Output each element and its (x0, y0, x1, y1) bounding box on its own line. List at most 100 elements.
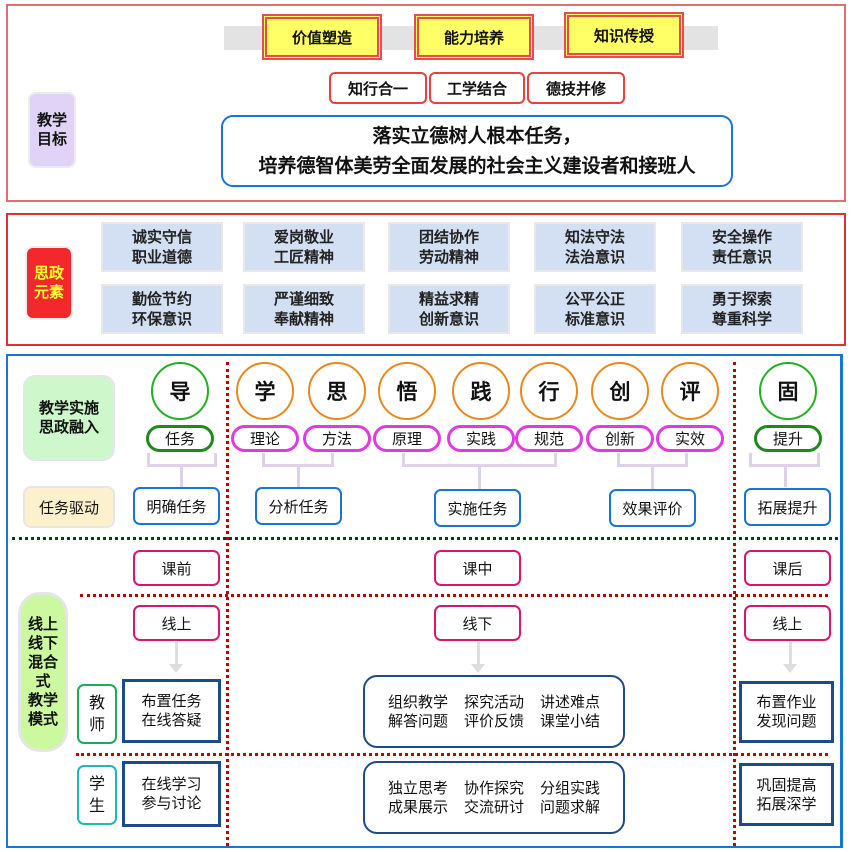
label-line: 思政融入 (38, 418, 99, 436)
ideological-element: 勤俭节约环保意识 (101, 284, 223, 334)
post-student-activities: 巩固提高 拓展深学 (739, 763, 834, 826)
ideological-element: 团结协作劳动精神 (388, 222, 510, 272)
activity-line: 参与讨论 (141, 794, 202, 812)
label-line: 线上 (27, 615, 58, 633)
bracket-stem (651, 467, 654, 489)
step-circle: 行 (520, 362, 578, 420)
ideological-element: 安全操作责任意识 (681, 222, 803, 272)
step-circle: 思 (308, 362, 366, 420)
activity-column: 讲述难点课堂小结 (540, 693, 600, 731)
label-line: 目标 (36, 130, 67, 148)
principle-1: 知行合一 (329, 72, 427, 104)
phase-in-class: 课中 (434, 550, 521, 586)
divider-pre-in (226, 362, 229, 846)
ideological-element: 知法守法法治意识 (534, 222, 656, 272)
in-student-activities: 独立思考成果展示 协作探究交流研讨 分组实践问题求解 (363, 761, 625, 834)
step-circle: 导 (151, 362, 209, 420)
element-line: 精益求精 (418, 290, 479, 308)
step-keyword: 提升 (754, 425, 822, 452)
step-keyword: 实践 (447, 425, 515, 452)
mission-line-1: 落实立德树人根本任务， (372, 125, 582, 147)
element-line: 安全操作 (711, 228, 772, 246)
activity-line: 巩固提高 (756, 775, 817, 794)
task-driven-label: 任务驱动 (23, 486, 115, 528)
task-clarify: 明确任务 (133, 487, 220, 525)
teaching-goals-section (6, 4, 846, 202)
phase-pre-class: 课前 (133, 550, 220, 586)
ideological-element: 精益求精创新意识 (388, 284, 510, 334)
ideological-element: 爱岗敬业工匠精神 (243, 222, 365, 272)
step-circle: 评 (661, 362, 719, 420)
role-teacher: 教师 (77, 684, 117, 744)
mission-line-2: 培养德智体美劳全面发展的社会主义建设者和接班人 (258, 155, 696, 177)
step-keyword: 方法 (303, 425, 371, 452)
label-line: 生 (88, 796, 105, 815)
element-line: 工匠精神 (273, 248, 334, 266)
activity-line: 协作探究 (463, 778, 524, 797)
activity-line: 组织教学 (387, 692, 448, 711)
bracket-implement (402, 453, 557, 467)
label-line: 式 (35, 672, 51, 690)
element-line: 严谨细致 (273, 290, 334, 308)
label-line: 模式 (27, 710, 58, 728)
post-teacher-activities: 布置作业 发现问题 (739, 681, 834, 743)
label-line: 线下 (27, 634, 58, 652)
element-line: 尊重科学 (711, 310, 772, 328)
mode-in-offline: 线下 (434, 605, 521, 641)
principle-2: 工学结合 (429, 72, 525, 104)
task-evaluate: 效果评价 (609, 489, 696, 527)
task-implement: 实施任务 (434, 489, 521, 527)
element-line: 职业道德 (131, 248, 192, 266)
activity-line: 在线学习 (141, 775, 202, 793)
activity-column: 探究活动评价反馈 (464, 693, 524, 731)
element-line: 诚实守信 (131, 228, 192, 246)
pre-teacher-activities: 布置任务 在线答疑 (122, 679, 221, 743)
element-line: 标准意识 (564, 310, 625, 328)
bracket-extend (749, 453, 820, 467)
ideological-element: 诚实守信职业道德 (101, 222, 223, 272)
element-line: 勇于探索 (711, 290, 772, 308)
step-circle: 践 (452, 362, 510, 420)
principle-3: 德技并修 (527, 72, 625, 104)
phase-post-class: 课后 (744, 550, 831, 586)
element-line: 团结协作 (418, 228, 479, 246)
ideological-elements-label: 思政元素 (25, 246, 73, 320)
step-keyword: 创新 (586, 425, 654, 452)
teaching-goals-label: 教学目标 (28, 92, 76, 168)
activity-line: 在线答疑 (141, 711, 202, 729)
activity-column: 独立思考成果展示 (388, 779, 448, 817)
ideological-element: 公平公正标准意识 (534, 284, 656, 334)
label-line: 教学 (36, 111, 67, 129)
element-line: 创新意识 (418, 310, 479, 328)
label-line: 师 (88, 715, 105, 734)
ideological-element: 勇于探索尊重科学 (681, 284, 803, 334)
element-line: 勤俭节约 (131, 290, 192, 308)
activity-line: 问题求解 (540, 797, 601, 816)
goal-ability: 能力培养 (414, 14, 534, 60)
mission-box: 落实立德树人根本任务， 培养德智体美劳全面发展的社会主义建设者和接班人 (221, 115, 733, 187)
activity-line: 讲述难点 (540, 692, 601, 711)
bracket-guide (147, 453, 217, 467)
implementation-section (6, 354, 843, 848)
step-circle: 学 (236, 362, 294, 420)
arrow-down-icon (783, 642, 797, 673)
step-circle: 固 (759, 362, 817, 420)
ideological-element: 严谨细致奉献精神 (243, 284, 365, 334)
activity-line: 评价反馈 (463, 711, 524, 730)
arrow-down-icon (169, 642, 183, 673)
activity-column: 组织教学解答问题 (388, 693, 448, 731)
task-extend: 拓展提升 (744, 488, 831, 526)
element-line: 责任意识 (711, 248, 772, 266)
activity-line: 发现问题 (756, 712, 817, 730)
bracket-stem (478, 467, 481, 489)
label-line: 思政 (33, 264, 64, 282)
activity-line: 布置作业 (756, 693, 817, 711)
step-keyword: 理论 (231, 425, 299, 452)
step-keyword: 实效 (656, 425, 724, 452)
activity-line: 探究活动 (463, 692, 524, 711)
blended-mode-label: 线上 线下 混合 式 教学 模式 (18, 592, 68, 752)
arrow-down-icon (471, 642, 485, 673)
bracket-evaluate (617, 453, 688, 467)
implementation-label: 教学实施思政融入 (23, 375, 115, 461)
label-line: 元素 (33, 283, 64, 301)
